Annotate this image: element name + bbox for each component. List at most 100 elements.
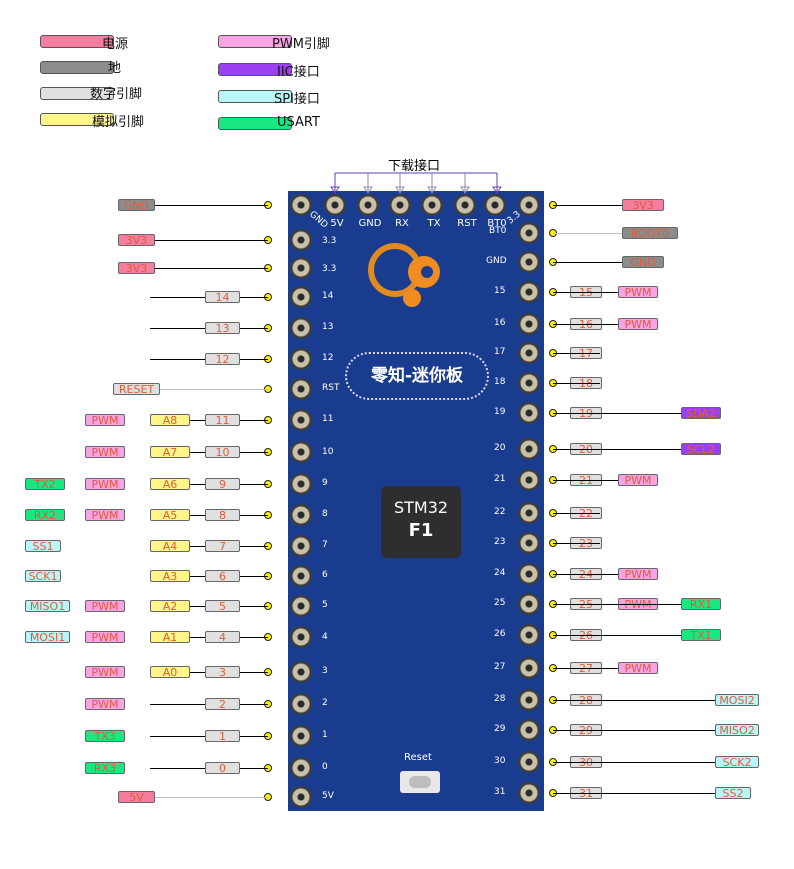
- pin-label-spi: MOSI1: [25, 631, 70, 643]
- board-pin-right-18[interactable]: [518, 372, 540, 394]
- board-pin-right-23[interactable]: [518, 532, 540, 554]
- board-pin-label: 20: [494, 443, 506, 453]
- board-pin-right-22[interactable]: [518, 502, 540, 524]
- legend-swatch-usart: [218, 117, 292, 130]
- legend-swatch-ground: [40, 61, 114, 74]
- board-pin-right-17[interactable]: [518, 342, 540, 364]
- board-pin-left-4[interactable]: [290, 626, 312, 648]
- header-pin-rx[interactable]: [389, 194, 411, 216]
- board-pin-left-12[interactable]: [290, 348, 312, 370]
- board-pin-left-6[interactable]: [290, 565, 312, 587]
- board-pin-right-26[interactable]: [518, 624, 540, 646]
- wire: [553, 233, 622, 234]
- board-pin-right-21[interactable]: [518, 469, 540, 491]
- legend-swatch-spi: [218, 90, 292, 103]
- pin-label-power: 5V: [118, 791, 155, 803]
- legend-swatch-digital: [40, 87, 114, 100]
- header-pin-gnd[interactable]: [290, 194, 312, 216]
- pin-label-digital: 0: [205, 762, 240, 774]
- wire: [553, 574, 618, 575]
- board-pin-left-7[interactable]: [290, 535, 312, 557]
- header-pin-3-3[interactable]: [518, 194, 540, 216]
- legend-label: 模拟引脚: [92, 115, 145, 130]
- board-pin-label: 27: [494, 662, 506, 672]
- pin-label-spi: MISO2: [715, 724, 759, 736]
- pin-label-pwm: PWM: [618, 318, 658, 330]
- board-pin-left-1[interactable]: [290, 725, 312, 747]
- board-pin-label: 9: [322, 478, 328, 488]
- board-pin-left-14[interactable]: [290, 286, 312, 308]
- board-pin-label: 10: [322, 447, 334, 457]
- pin-label-pwm: PWM: [85, 446, 125, 458]
- pin-label-iic: SCL2: [681, 443, 721, 455]
- pin-label-spi: SCK2: [715, 756, 759, 768]
- pin-label-analog: A6: [150, 478, 190, 490]
- pin-label-usart: TX1: [681, 629, 721, 641]
- board-pin-left-3-3[interactable]: [290, 257, 312, 279]
- wire: [553, 413, 681, 414]
- pin-label-analog: A1: [150, 631, 190, 643]
- pin-label-spi: SS2: [715, 787, 751, 799]
- header-pin-gnd[interactable]: [357, 194, 379, 216]
- board-pin-label: BT0: [489, 226, 507, 236]
- pin-label-spi: SS1: [25, 540, 61, 552]
- board-pin-left-3-3[interactable]: [290, 229, 312, 251]
- pin-label-pwm: PWM: [618, 568, 658, 580]
- wire: [553, 480, 618, 481]
- header-pin-rst[interactable]: [454, 194, 476, 216]
- board-pin-left-3[interactable]: [290, 661, 312, 683]
- board-pin-label: 26: [494, 629, 506, 639]
- pin-label-digital: 3: [205, 666, 240, 678]
- board-pin-left-10[interactable]: [290, 441, 312, 463]
- wire: [150, 797, 268, 798]
- board-pin-right-bt0[interactable]: [518, 222, 540, 244]
- board-pin-label: 22: [494, 507, 506, 517]
- header-pin-label: RST: [457, 218, 477, 229]
- legend-label: SPI接口: [274, 92, 320, 107]
- header-pin-bt0[interactable]: [484, 194, 506, 216]
- board-pin-right-20[interactable]: [518, 438, 540, 460]
- header-pin-tx[interactable]: [421, 194, 443, 216]
- header-pin-label: RX: [395, 218, 409, 229]
- board-pin-right-19[interactable]: [518, 402, 540, 424]
- board-pin-right-gnd[interactable]: [518, 251, 540, 273]
- wire: [553, 762, 715, 763]
- board-pin-right-29[interactable]: [518, 719, 540, 741]
- logo-icon: [368, 243, 440, 307]
- pin-label-analog: A3: [150, 570, 190, 582]
- pin-label-analog: A5: [150, 509, 190, 521]
- board-pin-label: 5V: [322, 791, 334, 801]
- board-pin-left-9[interactable]: [290, 473, 312, 495]
- board-pin-right-16[interactable]: [518, 313, 540, 335]
- board-pin-left-8[interactable]: [290, 504, 312, 526]
- board-pin-right-27[interactable]: [518, 657, 540, 679]
- wire: [553, 449, 681, 450]
- board-pin-left-0[interactable]: [290, 757, 312, 779]
- board-pin-left-11[interactable]: [290, 409, 312, 431]
- board-pin-right-31[interactable]: [518, 782, 540, 804]
- board-pin-left-rst[interactable]: [290, 378, 312, 400]
- header-arrow-head: [460, 186, 470, 194]
- pin-label-pwm: PWM: [618, 286, 658, 298]
- board-pin-right-28[interactable]: [518, 689, 540, 711]
- legend-swatch-iic: [218, 63, 292, 76]
- wire: [553, 604, 681, 605]
- pin-label-iic: SDA2: [681, 407, 721, 419]
- board-pin-label: GND: [486, 256, 507, 266]
- board-pin-right-25[interactable]: [518, 593, 540, 615]
- board-pin-left-2[interactable]: [290, 693, 312, 715]
- board-pin-right-30[interactable]: [518, 751, 540, 773]
- board-pin-left-13[interactable]: [290, 317, 312, 339]
- board-pin-right-15[interactable]: [518, 281, 540, 303]
- header-pin-5v[interactable]: [324, 194, 346, 216]
- pin-label-pwm: PWM: [85, 478, 125, 490]
- reset-button[interactable]: [400, 771, 440, 793]
- board-pin-left-5v[interactable]: [290, 786, 312, 808]
- board-pin-right-24[interactable]: [518, 563, 540, 585]
- legend-label: 地: [108, 61, 122, 76]
- pin-label-digital: 10: [205, 446, 240, 458]
- board-pin-left-5[interactable]: [290, 595, 312, 617]
- legend-label: 数字引脚: [90, 87, 143, 102]
- legend-label: 电源: [102, 37, 129, 52]
- pin-label-digital: RESET: [113, 383, 160, 395]
